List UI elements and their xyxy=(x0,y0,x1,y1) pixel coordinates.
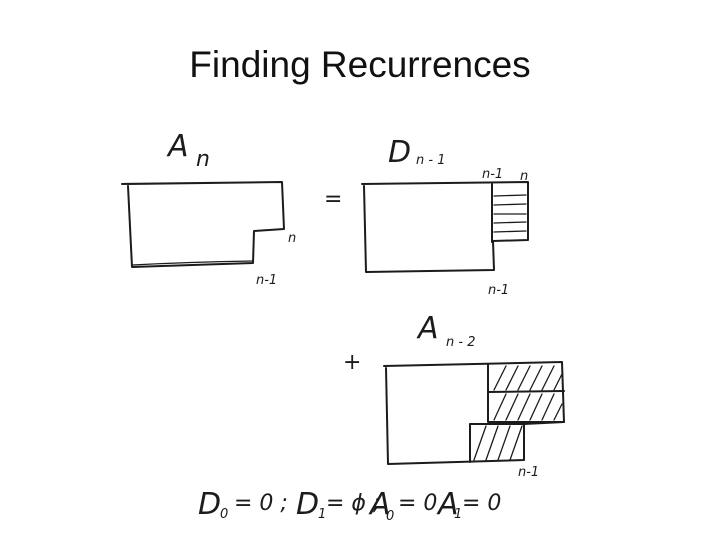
a-n-side-label: n xyxy=(288,231,296,246)
ic-d0-letter: D xyxy=(198,487,221,522)
tiling-a-n-minus-2: A n - 2 n-1 xyxy=(383,311,565,480)
a2-bottom-label: n-1 xyxy=(518,465,539,480)
d-top-left-label: n-1 xyxy=(482,167,503,182)
a-n-letter: A xyxy=(166,129,189,164)
ic-d0-subscript: 0 xyxy=(220,507,228,522)
ic-a1-letter: A xyxy=(436,487,459,522)
d-domino-hatching xyxy=(493,194,527,233)
ic-a1-rhs: = 0 xyxy=(462,491,501,516)
tiling-d-n-minus-1: D n - 1 n-1 n n-1 xyxy=(361,135,529,298)
d-letter: D xyxy=(388,135,411,170)
ic-d1-rhs: = ϕ ; xyxy=(326,491,380,516)
a2-subscript: n - 2 xyxy=(446,335,475,350)
d-top-right-label: n xyxy=(520,169,528,184)
ic-a1-subscript: 1 xyxy=(454,507,462,522)
a2-domino-hatching xyxy=(473,365,563,461)
initial-conditions: D 0 = 0 ; D 1 = ϕ ; A 0 = 0 A 1 = 0 xyxy=(198,487,501,524)
ic-d1-letter: D xyxy=(296,487,319,522)
a-n-bottom-label: n-1 xyxy=(256,273,277,288)
tiling-a-n: A n n n-1 xyxy=(121,129,296,288)
plus-sign: + xyxy=(343,350,361,375)
ic-a0-letter: A xyxy=(368,487,391,522)
equals-sign: = xyxy=(324,187,342,212)
d-bottom-label: n-1 xyxy=(488,283,509,298)
a-n-subscript: n xyxy=(196,147,210,172)
a2-letter: A xyxy=(416,311,439,346)
d-subscript: n - 1 xyxy=(416,153,445,168)
ic-d1-subscript: 1 xyxy=(318,507,326,522)
ic-d0-rhs: = 0 ; xyxy=(234,491,288,516)
ic-a0-rhs: = 0 xyxy=(398,491,437,516)
ic-a0-subscript: 0 xyxy=(386,509,394,524)
slide-title: Finding Recurrences xyxy=(189,44,531,85)
a-n-outline xyxy=(121,181,285,268)
